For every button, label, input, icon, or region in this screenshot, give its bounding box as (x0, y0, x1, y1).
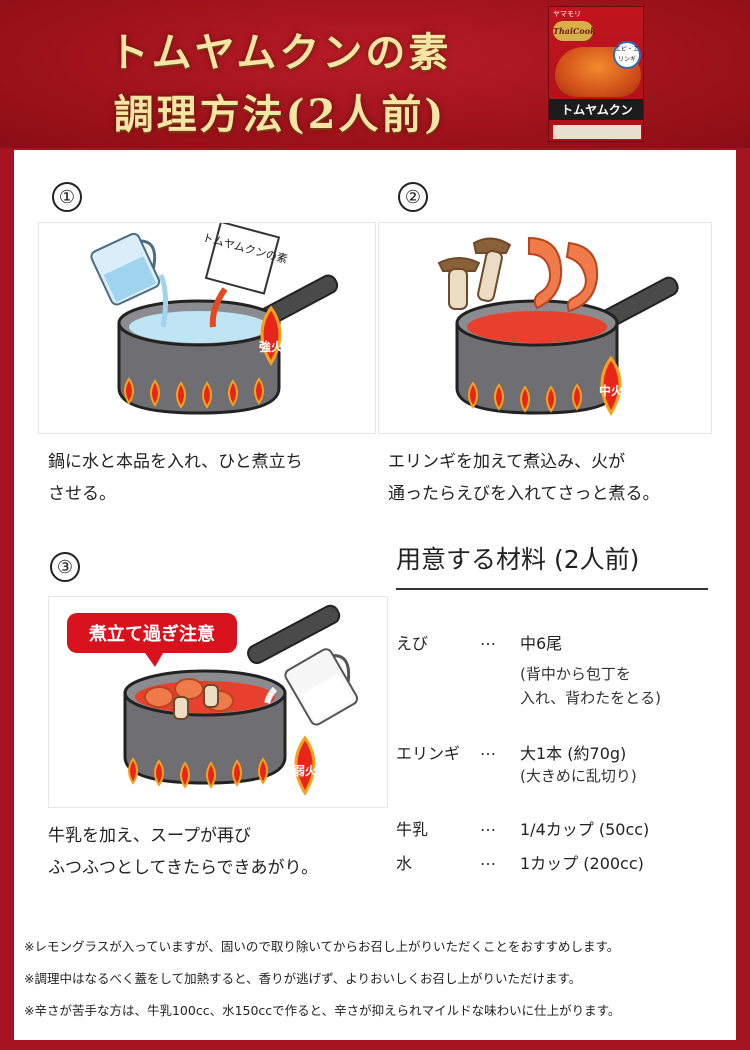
material-water-amount: 1カップ (200cc) (520, 854, 644, 873)
heat-label-medium: 中火 (599, 383, 624, 398)
material-eryngii-amount: 大1本 (約70g) (520, 744, 627, 763)
step-2-drawing: 中火 (437, 236, 679, 416)
material-dots: … (480, 740, 498, 759)
material-shrimp-note1: (背中から包丁を (520, 665, 631, 683)
material-eryngii-name: エリンギ (396, 744, 461, 763)
step-1-number: ① (52, 182, 82, 212)
step-2-text-line1: エリンギを加えて煮込み、火が (388, 452, 626, 472)
note-lemongrass: ※レモングラスが入っていますが、固いので取り除いてからお召し上がりいただくことを… (24, 939, 620, 954)
material-shrimp-amount: 中6尾 (520, 634, 563, 653)
material-dots: … (480, 816, 498, 835)
burner-flames (124, 377, 264, 409)
material-milk-name: 牛乳 (396, 820, 429, 839)
step-2-illustration: 中火 (378, 222, 712, 434)
material-shrimp-note2: 入れ、背わたをとる) (520, 689, 662, 707)
material-shrimp-name: えび (396, 634, 429, 653)
step-3-text-line1: 牛乳を加え、スープが再び (48, 826, 251, 846)
material-dots: … (480, 850, 498, 869)
product-package-image: ヤマモリ ThaiCook エビ・エリンギ トムヤムクン (548, 6, 644, 142)
instruction-panel: ① トムヤムクンの素 (14, 150, 736, 1040)
heat-label-strong: 強火 (259, 339, 284, 354)
step-3-text-line2: ふつふつとしてきたらできあがり。 (48, 858, 319, 878)
package-series-logo: ThaiCook (553, 21, 596, 41)
heat-label-low: 弱火 (293, 763, 318, 778)
step-2-number: ② (398, 182, 428, 212)
step-2-text-line2: 通ったらえびを入れてさっと煮る。 (388, 484, 660, 504)
burner-flames (468, 381, 582, 413)
step-3-number: ③ (50, 552, 80, 582)
step-1-drawing: トムヤムクンの素 強火 (90, 220, 339, 415)
step-3-illustration: 煮立て過ぎ注意 (48, 596, 388, 808)
material-water-name: 水 (396, 854, 413, 873)
note-spiciness: ※辛さが苦手な方は、牛乳100cc、水150ccで作ると、辛さが抑えられマイルド… (24, 1003, 621, 1018)
burner-flames (128, 757, 268, 789)
warning-label: 煮立て過ぎ注意 (88, 623, 215, 645)
step-1-text-line1: 鍋に水と本品を入れ、ひと煮立ち (48, 452, 303, 472)
package-badge: エビ・エリンギ (613, 41, 641, 69)
page-subtitle: 調理方法(2人前) (113, 91, 447, 138)
header-banner: トムヤムクンの素 調理方法(2人前) ヤマモリ ThaiCook エビ・エリンギ… (0, 0, 750, 148)
materials-title: 用意する材料 (2人前) (396, 540, 708, 590)
page-title: トムヤムクンの素 (108, 29, 452, 76)
step-1-text-line2: させる。 (48, 484, 116, 504)
step-1-illustration: トムヤムクンの素 強火 (38, 220, 376, 434)
material-dots: … (480, 630, 498, 649)
step-3-drawing: 煮立て過ぎ注意 (67, 604, 359, 796)
package-product-name: トムヤムクン (549, 99, 643, 120)
note-lid: ※調理中はなるべく蓋をして加熱すると、香りが逃げず、よりおいしくお召し上がりいた… (24, 971, 582, 986)
package-brand: ヤマモリ (553, 10, 581, 18)
material-milk-amount: 1/4カップ (50cc) (520, 820, 650, 839)
material-eryngii-note: (大きめに乱切り) (520, 767, 637, 785)
package-bottom-strip (553, 125, 641, 139)
